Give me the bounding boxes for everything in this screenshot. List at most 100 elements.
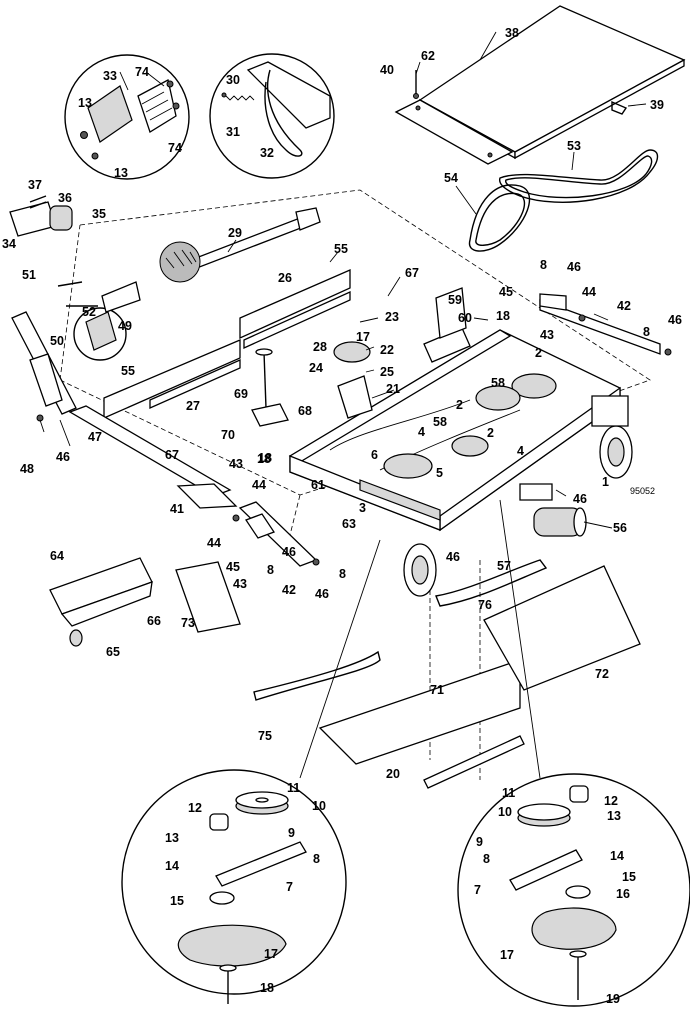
callout-8: 8 <box>267 563 274 577</box>
callout-60: 60 <box>458 311 472 325</box>
callout-20: 20 <box>386 767 400 781</box>
lower-deck-shields <box>253 559 641 789</box>
callout-27: 27 <box>186 399 200 413</box>
callout-55: 55 <box>121 364 135 378</box>
callout-42: 42 <box>282 583 296 597</box>
callout-24: 24 <box>309 361 323 375</box>
callout-45: 45 <box>499 285 513 299</box>
callout-55: 55 <box>334 242 348 256</box>
callout-21: 21 <box>386 382 400 396</box>
callout-46: 46 <box>573 492 587 506</box>
callout-25: 25 <box>380 365 394 379</box>
callout-31: 31 <box>226 125 240 139</box>
callout-9: 9 <box>476 835 483 849</box>
callout-17: 17 <box>356 330 370 344</box>
callout-13: 13 <box>165 831 179 845</box>
callout-18: 18 <box>260 981 274 995</box>
callout-32: 32 <box>260 146 274 160</box>
callout-53: 53 <box>567 139 581 153</box>
callout-48: 48 <box>20 462 34 476</box>
callout-8: 8 <box>339 567 346 581</box>
detail-circle-top-left <box>64 54 190 180</box>
callout-57: 57 <box>497 559 511 573</box>
callout-19: 19 <box>606 992 620 1006</box>
deck-baffles <box>103 269 351 419</box>
pin-62 <box>413 70 419 99</box>
callout-15: 15 <box>622 870 636 884</box>
callout-36: 36 <box>58 191 72 205</box>
callout-52: 52 <box>82 305 96 319</box>
callout-34: 34 <box>2 237 16 251</box>
callout-4: 4 <box>418 425 425 439</box>
callout-2: 2 <box>535 346 542 360</box>
detail-circle-spindle-left <box>121 539 381 1004</box>
callout-38: 38 <box>505 26 519 40</box>
drawing-code: 95052 <box>630 486 655 496</box>
callout-46: 46 <box>668 313 682 327</box>
left-lift-arm <box>11 281 141 415</box>
callout-58: 58 <box>433 415 447 429</box>
callout-1: 1 <box>602 475 609 489</box>
callout-6: 6 <box>371 448 378 462</box>
callout-69: 69 <box>234 387 248 401</box>
callout-58: 58 <box>491 376 505 390</box>
cover-bracket <box>394 99 514 165</box>
deck-pulleys <box>333 341 557 479</box>
callout-68: 68 <box>298 404 312 418</box>
callout-18: 18 <box>496 309 510 323</box>
detail-circle-spindle-right <box>457 499 690 1007</box>
lower-rail <box>232 501 320 567</box>
callout-12: 12 <box>188 801 202 815</box>
callout-54: 54 <box>444 171 458 185</box>
callout-65: 65 <box>106 645 120 659</box>
jack-stand <box>251 348 289 427</box>
callout-7: 7 <box>474 883 481 897</box>
callout-43: 43 <box>233 577 247 591</box>
callout-46: 46 <box>315 587 329 601</box>
callout-37: 37 <box>28 178 42 192</box>
callout-70: 70 <box>221 428 235 442</box>
right-rail <box>539 293 672 356</box>
callout-labels: 1 2 2 2 3 4 4 5 6 7 7 8 8 8 8 8 8 9 9 10… <box>2 26 682 1006</box>
callout-33: 33 <box>103 69 117 83</box>
callout-8: 8 <box>313 852 320 866</box>
callout-46: 46 <box>56 450 70 464</box>
callout-26: 26 <box>278 271 292 285</box>
callout-47: 47 <box>88 430 102 444</box>
callout-3: 3 <box>359 501 366 515</box>
callout-16: 16 <box>616 887 630 901</box>
callout-63: 63 <box>342 517 356 531</box>
callout-14: 14 <box>165 859 179 873</box>
callout-46: 46 <box>446 550 460 564</box>
callout-75: 75 <box>258 729 272 743</box>
mower-deck <box>288 329 621 532</box>
callout-14: 14 <box>610 849 624 863</box>
callout-17: 17 <box>264 947 278 961</box>
callout-7: 7 <box>286 880 293 894</box>
callout-8: 8 <box>540 258 547 272</box>
callout-15: 15 <box>170 894 184 908</box>
callout-44: 44 <box>252 478 266 492</box>
callout-62: 62 <box>421 49 435 63</box>
callout-59: 59 <box>448 293 462 307</box>
callout-18: 18 <box>258 451 272 465</box>
callout-67: 67 <box>165 448 179 462</box>
callout-45: 45 <box>226 560 240 574</box>
height-gauge <box>423 287 471 363</box>
callout-73: 73 <box>181 616 195 630</box>
callout-10: 10 <box>312 799 326 813</box>
callout-44: 44 <box>207 536 221 550</box>
callout-30: 30 <box>226 73 240 87</box>
clip-39 <box>611 100 628 115</box>
detail-circle-top-middle <box>209 53 335 179</box>
callout-8: 8 <box>643 325 650 339</box>
callout-5: 5 <box>436 466 443 480</box>
callout-46: 46 <box>282 545 296 559</box>
callout-43: 43 <box>540 328 554 342</box>
front-caster-left <box>403 543 437 597</box>
callout-2: 2 <box>487 426 494 440</box>
callout-40: 40 <box>380 63 394 77</box>
callout-17: 17 <box>500 948 514 962</box>
callout-13: 13 <box>607 809 621 823</box>
